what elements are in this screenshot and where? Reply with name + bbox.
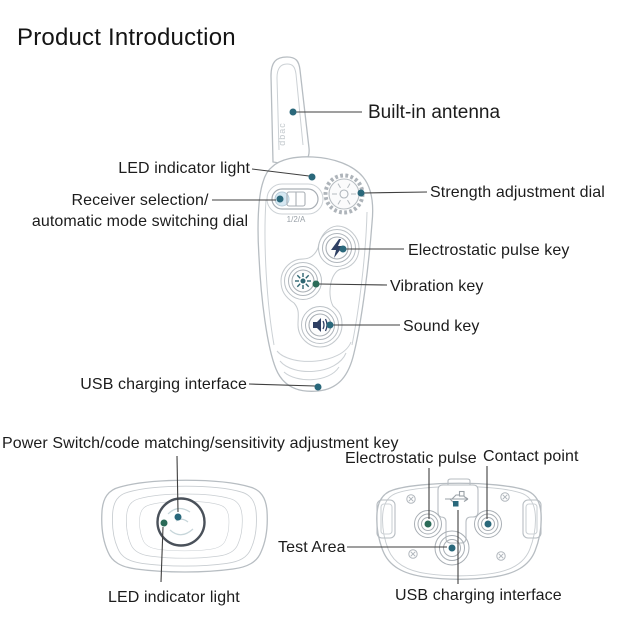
antenna-marker	[289, 108, 297, 116]
electrostatic-pulse-contact	[414, 510, 442, 538]
led-marker	[308, 173, 316, 181]
test-area-circle	[434, 530, 470, 566]
screw-icons	[406, 492, 510, 561]
dial-marker	[357, 189, 365, 197]
test-area-marker	[448, 544, 456, 552]
power-switch-marker	[174, 513, 182, 521]
label-led-indicator-top: LED indicator light	[118, 160, 250, 177]
mode-switch-label: 1/2/A	[287, 215, 306, 224]
label-led-indicator-bottom: LED indicator light	[108, 589, 240, 606]
vibration-button	[284, 262, 322, 300]
vibration-icon	[295, 273, 311, 289]
contact-point-marker	[484, 520, 492, 528]
usb-bottom-marker	[453, 501, 459, 507]
label-usb-charging-bottom: USB charging interface	[395, 587, 562, 604]
sound-button	[301, 306, 339, 344]
label-test-area: Test Area	[278, 539, 346, 556]
collar-front-drawing	[101, 479, 268, 573]
label-electrostatic-pulse-bottom: Electrostatic pulse	[345, 450, 477, 467]
brand-text: dbac	[277, 122, 287, 146]
label-receiver-selection-line2: automatic mode switching dial	[31, 213, 249, 230]
label-sound-key: Sound key	[403, 318, 480, 335]
page-title: Product Introduction	[17, 24, 236, 51]
pulse-key-marker	[339, 245, 347, 253]
label-strength-dial: Strength adjustment dial	[430, 184, 605, 201]
button-sketch	[167, 507, 194, 536]
sound-key-marker	[326, 321, 334, 329]
button-panel-contour	[280, 225, 360, 348]
remote-body-contours	[264, 199, 368, 381]
lightning-icon	[331, 239, 343, 258]
label-usb-charging-top: USB charging interface	[80, 376, 247, 393]
leader-lines	[160, 111, 488, 584]
label-power-switch: Power Switch/code matching/sensitivity a…	[2, 435, 399, 452]
collar-back-drawing	[376, 478, 542, 580]
pulse-button	[318, 229, 356, 267]
marker-dots	[160, 108, 492, 552]
label-electrostatic-pulse-key: Electrostatic pulse key	[408, 242, 570, 259]
label-contact-point: Contact point	[483, 448, 579, 465]
mode-switch-marker	[276, 195, 284, 203]
label-built-in-antenna: Built-in antenna	[368, 102, 501, 123]
mode-switch: 1/2/A	[266, 183, 324, 224]
usb-top-marker	[314, 383, 322, 391]
contact-point-contact	[474, 510, 502, 538]
label-receiver-selection: Receiver selection/ automatic mode switc…	[0, 190, 280, 232]
vibration-key-marker	[312, 280, 320, 288]
strap-slots	[376, 499, 542, 539]
led-bottom-marker	[160, 519, 168, 527]
collar-front-button	[156, 497, 206, 547]
remote-drawing: dbac	[257, 56, 374, 392]
label-vibration-key: Vibration key	[390, 278, 484, 295]
pulse-contact-marker	[424, 520, 432, 528]
label-receiver-selection-line1: Receiver selection/	[71, 192, 209, 209]
